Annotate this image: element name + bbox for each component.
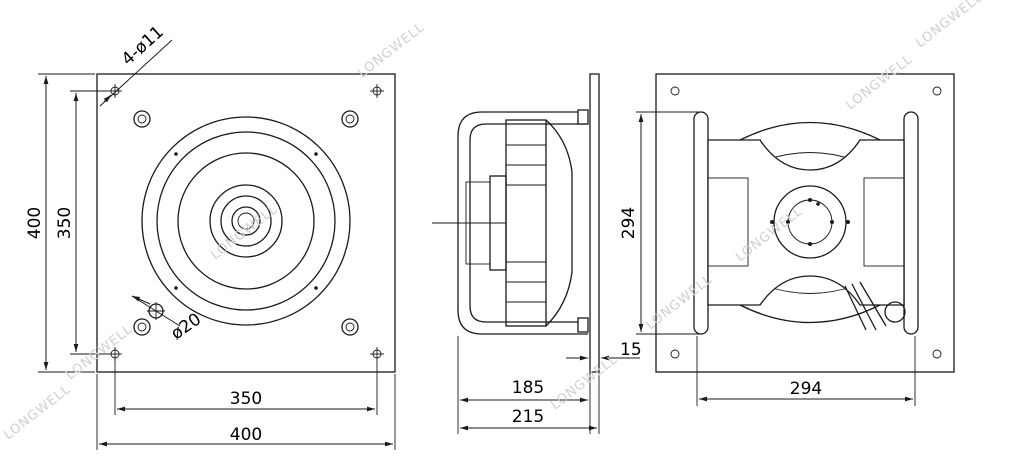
impeller-arc (739, 304, 881, 324)
motor-hub-inner (220, 195, 272, 247)
rail-right (903, 111, 919, 335)
bolt-head (133, 110, 151, 128)
dim-side-body: 185 (512, 378, 544, 398)
mounting-hole (370, 84, 384, 98)
dim-back-height: 294 (619, 207, 639, 239)
cable-leader (131, 295, 181, 327)
cable (859, 281, 887, 327)
back-plate (655, 73, 955, 373)
bolt-head (341, 318, 359, 336)
mounting-hole (932, 86, 942, 96)
watermark: LONGWELL (208, 202, 281, 263)
hole-leader (99, 39, 173, 107)
back-bracket (707, 139, 905, 306)
side-flange (589, 73, 600, 373)
mounting-hole (108, 84, 122, 98)
watermark: LONGWELL (63, 322, 136, 383)
mounting-hole (670, 86, 680, 96)
dim-flange-thickness: 15 (620, 340, 642, 360)
cable-gland (884, 301, 906, 323)
rail-left (693, 111, 709, 335)
dim-front-hole-x: 350 (230, 389, 262, 409)
bolt-head (341, 110, 359, 128)
impeller (177, 152, 315, 290)
motor-body (505, 119, 547, 327)
watermark: LONGWELL (843, 52, 916, 113)
ring-rivet (174, 286, 178, 290)
motor-hub (209, 184, 283, 258)
dim-front-height: 400 (25, 207, 45, 239)
shaft-cap (231, 206, 261, 236)
inlet-ring-outer (141, 116, 351, 326)
mounting-hole (108, 347, 122, 361)
ring-rivet (314, 286, 318, 290)
shaft (237, 212, 255, 230)
mounting-hole (932, 349, 942, 359)
dim-back-width: 294 (790, 379, 822, 399)
impeller-profile (545, 119, 573, 327)
dim-front-hole-y: 350 (55, 207, 75, 239)
front-view: ø20 4-ø11 400 350 350 400 (25, 22, 396, 450)
hole-callout: 4-ø11 (118, 22, 168, 70)
inlet-ring (156, 131, 336, 311)
front-plate (96, 73, 396, 373)
watermark: LONGWELL (1, 382, 74, 443)
watermark: LONGWELL (355, 20, 428, 81)
watermark: LONGWELL (548, 352, 621, 413)
impeller-arc (739, 121, 881, 141)
watermark: LONGWELL (913, 0, 986, 51)
dim-side-total: 215 (512, 407, 544, 427)
mounting-hole (670, 349, 680, 359)
ring-rivet (174, 152, 178, 156)
mounting-hole (370, 347, 384, 361)
ring-rivet (314, 152, 318, 156)
back-view: 294 294 (619, 73, 955, 406)
bolt-head (133, 318, 151, 336)
dim-front-width: 400 (230, 425, 262, 445)
cable (851, 283, 877, 331)
cable (844, 285, 867, 331)
side-view: 185 215 15 (432, 73, 642, 434)
